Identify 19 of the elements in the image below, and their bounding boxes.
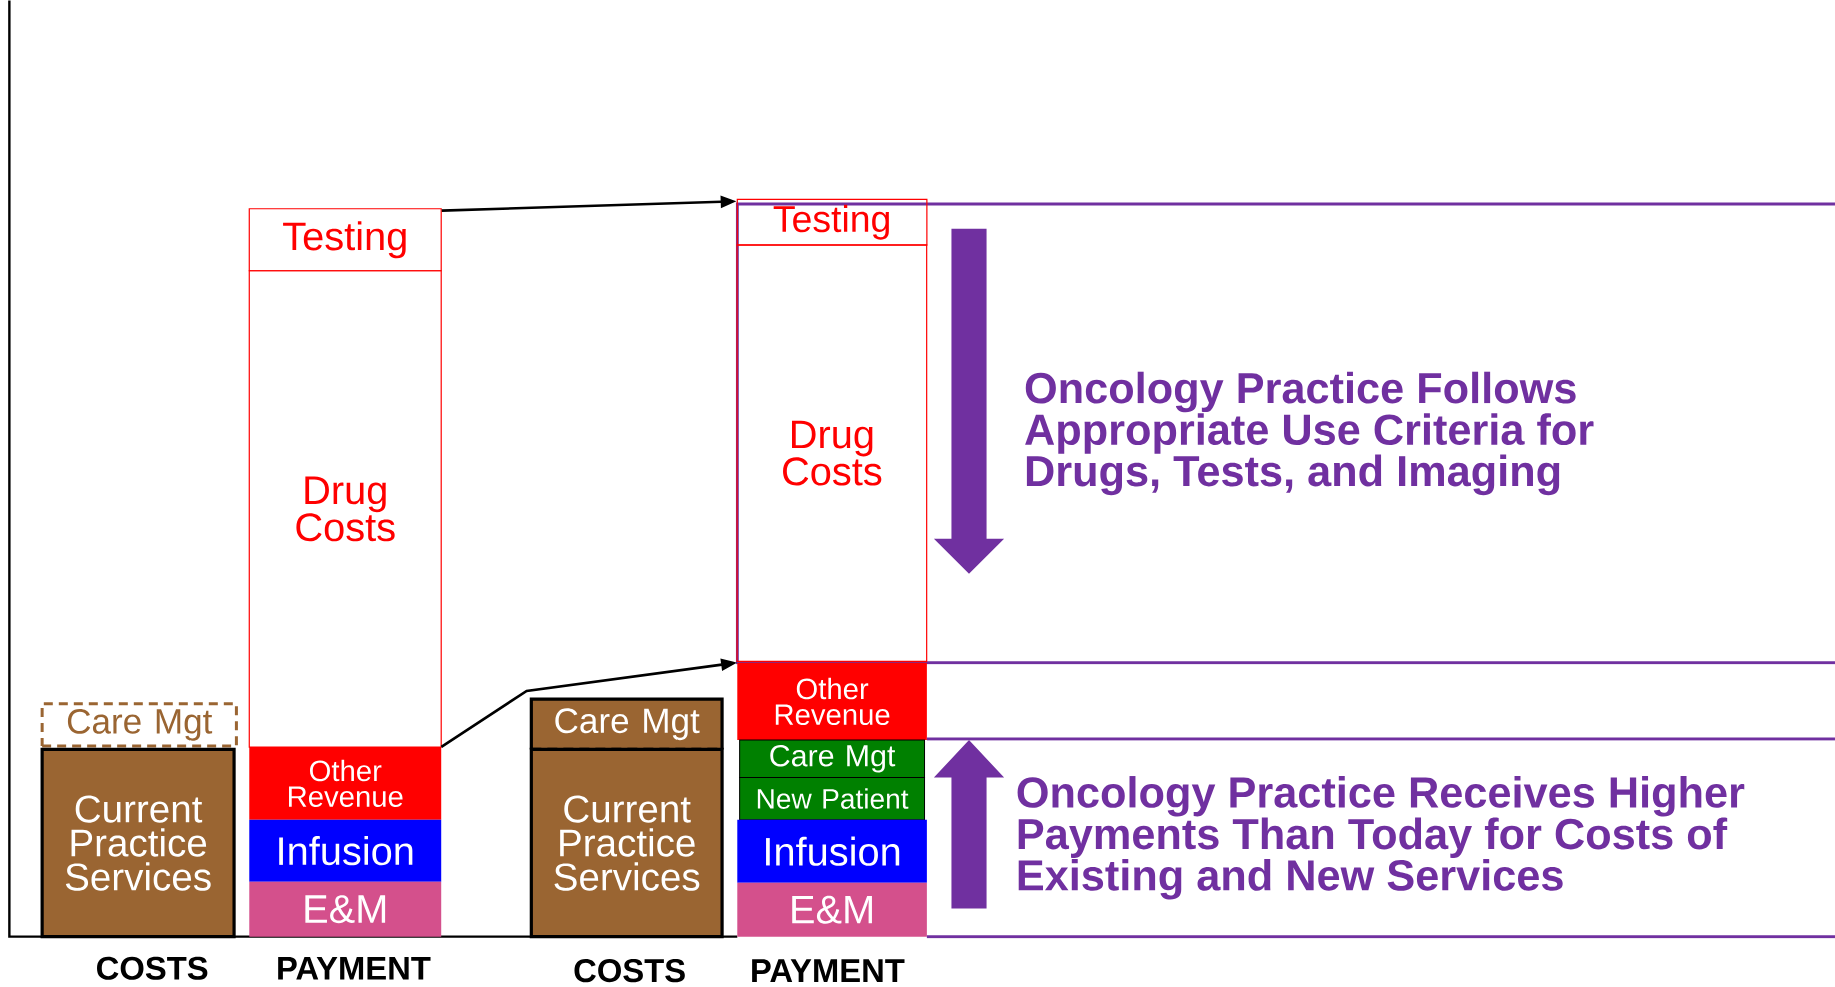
axis-label: COSTS (574, 959, 685, 983)
bar-segment: Drug Costs (736, 244, 928, 663)
cost-box: Current Practice Services (40, 747, 236, 939)
bar-segment: Infusion (737, 819, 927, 883)
axis-label: COSTS (97, 956, 208, 980)
bar-segment: Care Mgt (739, 739, 926, 778)
cost-box: Care Mgt (529, 697, 724, 751)
bar-segment: E&M (737, 882, 927, 937)
dashed-box: Care Mgt (40, 702, 238, 748)
axis-label: PAYMENT (752, 959, 905, 982)
bar-segment: E&M (249, 881, 442, 937)
bar-segment: New Patient (739, 777, 926, 821)
bar-segment: Other Revenue (737, 662, 927, 741)
axis-label: PAYMENT (278, 957, 431, 980)
bar-segment: Testing (248, 208, 442, 272)
bar-segment: Infusion (249, 819, 442, 882)
bracket-frame: Oncology Practice Receives Higher Payments Than Today for Costs of Existing and New Services (926, 737, 1835, 939)
bar-segment: Drug Costs (248, 270, 442, 748)
bar-segment: Other Revenue (249, 747, 442, 820)
